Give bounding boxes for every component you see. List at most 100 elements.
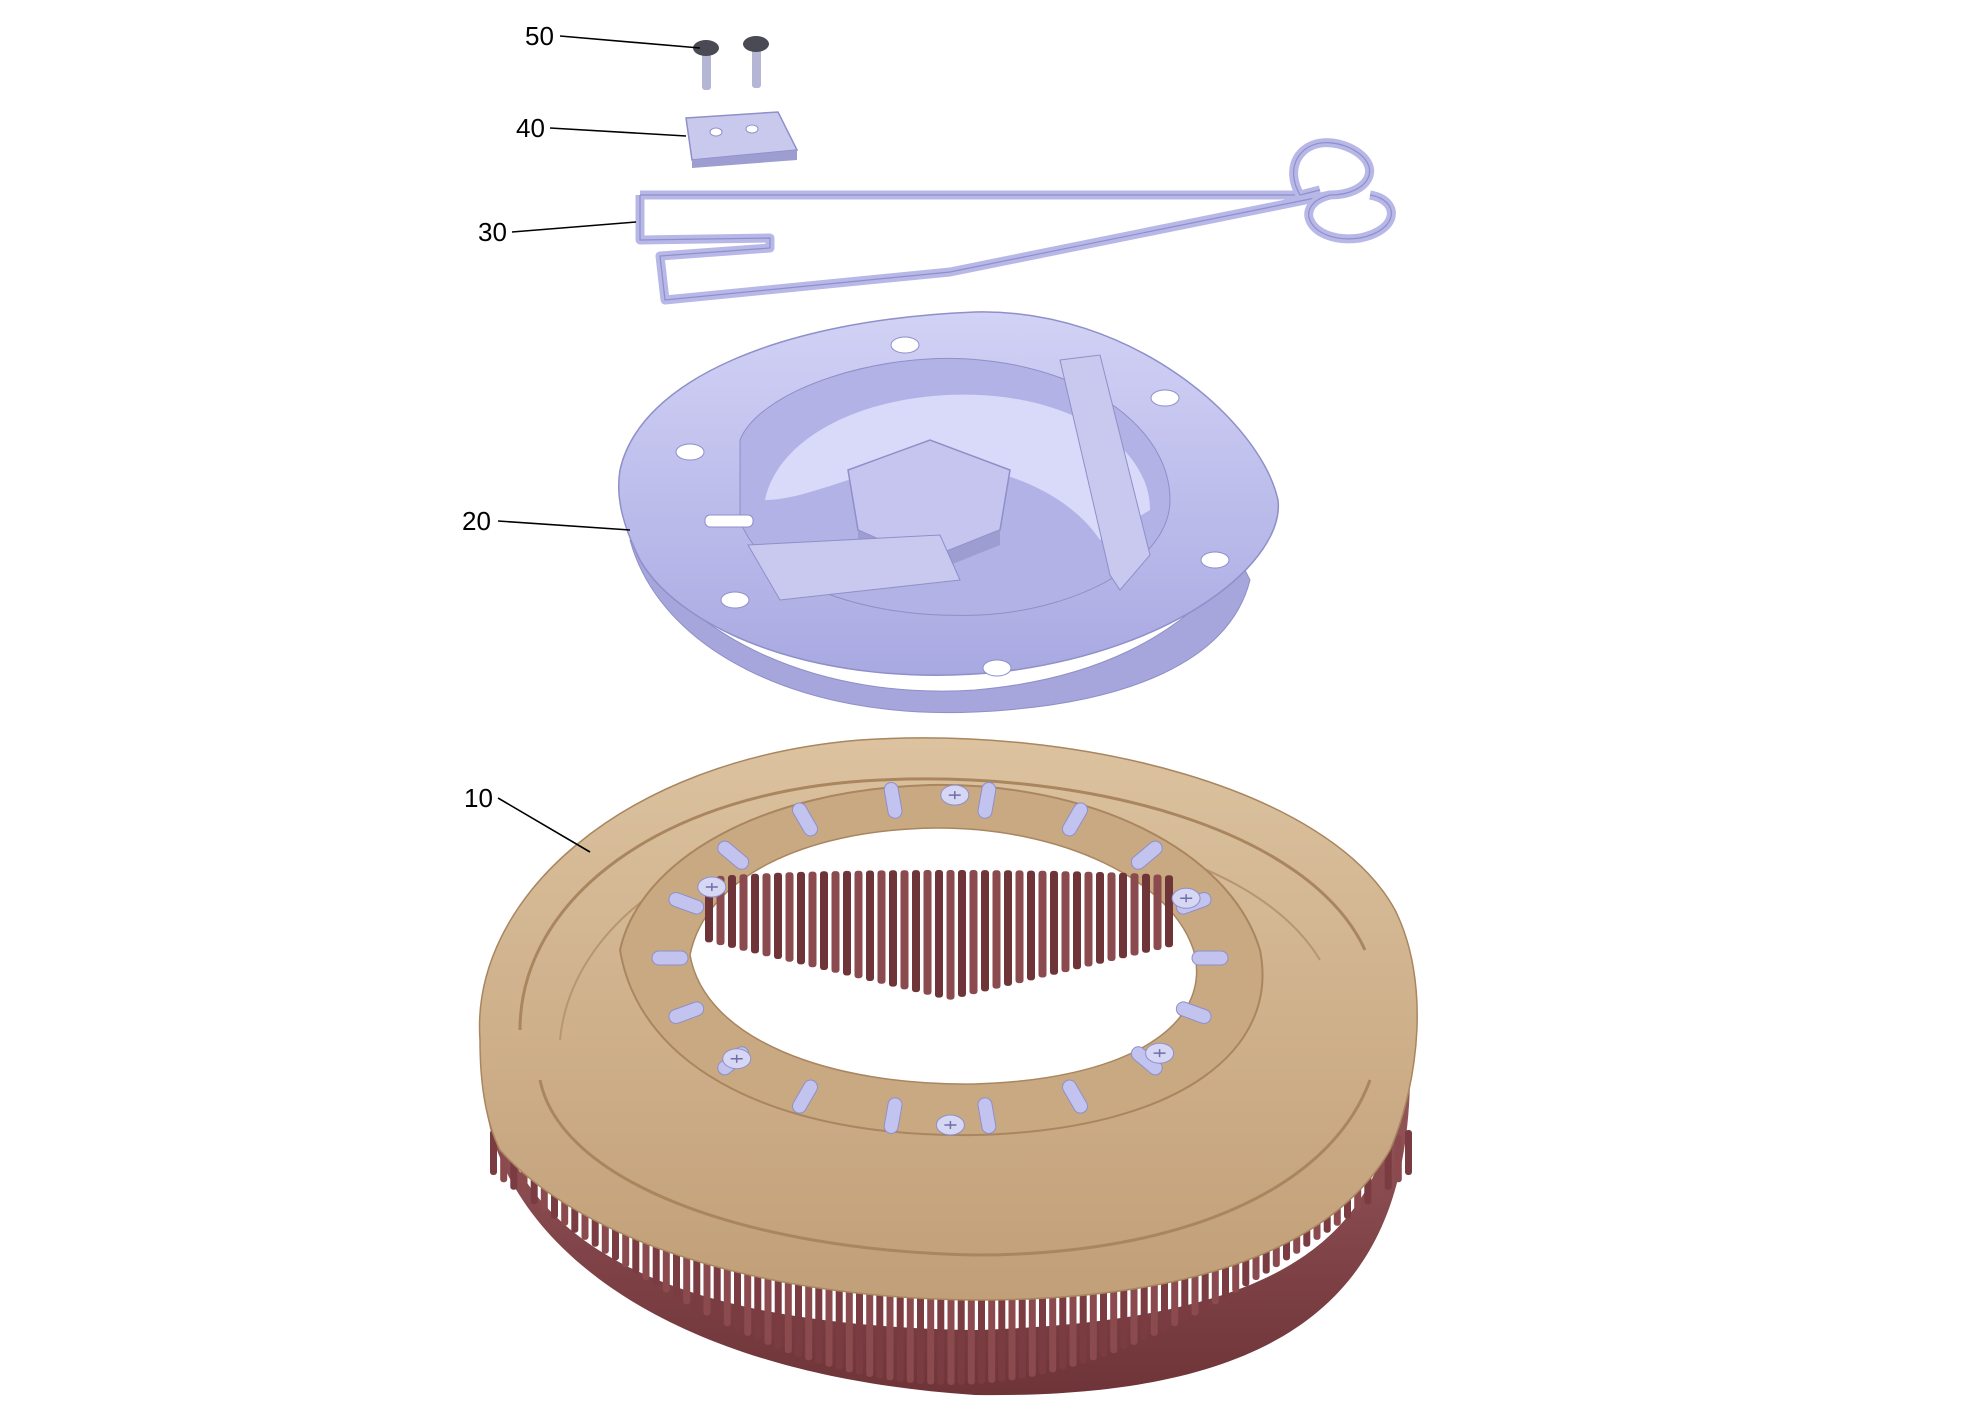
callout-10: 10: [464, 783, 591, 853]
callout-label-10: 10: [464, 783, 493, 813]
bristle: [835, 1269, 843, 1370]
bristle: [825, 1267, 833, 1367]
inner-bristle: [1142, 873, 1150, 953]
callout-label-50: 50: [525, 21, 554, 51]
ring-screw: [1145, 1042, 1175, 1064]
inner-bristle: [1027, 870, 1035, 981]
ring-screw: [935, 1114, 965, 1136]
inner-bristle: [739, 874, 748, 951]
ring-slot: [668, 892, 705, 915]
inner-bristle: [808, 871, 817, 968]
inner-bristle: [1153, 874, 1162, 950]
inner-bristle: [1119, 872, 1127, 959]
inner-bristle: [992, 870, 1001, 989]
inner-bristle: [935, 870, 943, 998]
callout-label-20: 20: [462, 506, 491, 536]
bristle: [1405, 1130, 1412, 1175]
inner-bristle: [981, 870, 989, 992]
part-40-plate: [685, 111, 799, 168]
inner-bristle: [866, 870, 874, 981]
bristle: [947, 1280, 955, 1385]
inner-bristle: [774, 872, 782, 959]
inner-bristle: [958, 870, 966, 997]
bristle: [917, 1279, 924, 1384]
inner-bristle: [1061, 871, 1070, 973]
mounting-holes: [675, 336, 1230, 677]
bristle: [1394, 1135, 1402, 1183]
inner-bristle: [1004, 870, 1012, 986]
inner-bristle: [912, 870, 920, 993]
inner-bristle: [900, 870, 909, 990]
inner-bristle: [1038, 870, 1047, 978]
screw-left: [693, 40, 719, 90]
ring-slot: [883, 782, 903, 819]
bristle: [1008, 1276, 1016, 1381]
bristle: [866, 1274, 874, 1377]
bristle: [988, 1278, 996, 1383]
ring-slot: [792, 802, 818, 837]
inner-bristle: [1096, 872, 1104, 964]
inner-bristle: [797, 871, 805, 965]
ring-slot: [977, 1097, 997, 1134]
bristle: [978, 1279, 985, 1384]
ring-slot: [1062, 1079, 1088, 1114]
part-20-drive-plate: [617, 311, 1279, 714]
bristle: [896, 1277, 904, 1382]
inner-bristle: [820, 871, 828, 970]
inner-bristle: [889, 870, 897, 987]
ring-screw: [940, 784, 970, 806]
inner-bristle: [1073, 871, 1081, 970]
ring-screws: [697, 784, 1201, 1136]
ring-screw: [1171, 887, 1201, 909]
ring-slot: [717, 840, 750, 870]
inner-bristle: [843, 870, 851, 976]
ring-slot: [1062, 802, 1088, 837]
ring-slot: [1130, 840, 1163, 870]
inner-bristle: [1107, 872, 1116, 961]
inner-bristle: [1015, 870, 1024, 984]
callout-40: 40: [516, 113, 687, 143]
inner-bristle: [728, 875, 736, 948]
ring-slot: [883, 1097, 903, 1134]
part-30-wire-handle: [635, 138, 1396, 305]
inner-bristles: [705, 870, 1173, 1000]
callout-label-30: 30: [478, 217, 507, 247]
inner-bristle: [1165, 875, 1173, 948]
inner-bristle: [785, 872, 794, 962]
callout-30: 30: [478, 217, 637, 247]
inner-bristle: [969, 870, 978, 995]
ring-slot: [977, 782, 997, 819]
ring-slot: [792, 1079, 818, 1114]
ring-slot: [668, 1001, 705, 1024]
inner-bristle: [877, 870, 886, 984]
inner-bristle: [831, 871, 840, 973]
bristle: [957, 1279, 965, 1385]
bristle: [886, 1276, 894, 1381]
bristle: [845, 1271, 853, 1373]
ring-screw: [722, 1048, 752, 1070]
ring-screw: [697, 876, 727, 898]
bristle: [967, 1279, 975, 1385]
ring-slot: [651, 950, 689, 966]
inner-bristle: [1130, 873, 1139, 956]
bristle: [1028, 1274, 1036, 1377]
bristle: [815, 1264, 823, 1364]
bristle: [876, 1275, 884, 1379]
inner-bristle: [923, 870, 932, 995]
inner-bristle: [946, 870, 955, 1000]
inner-bristle: [854, 870, 863, 979]
ring-slot: [1191, 950, 1229, 966]
ring-slot: [1175, 1001, 1212, 1024]
bristle: [906, 1278, 914, 1383]
inner-bristle: [751, 873, 759, 954]
bristle: [998, 1277, 1006, 1382]
screw-right: [743, 36, 769, 88]
bristle: [1018, 1275, 1026, 1379]
inner-bristle: [1050, 870, 1058, 975]
callout-50: 50: [525, 21, 701, 51]
bristle: [856, 1272, 863, 1375]
callouts: 50 40 30 20 10: [462, 21, 701, 853]
callout-20: 20: [462, 506, 631, 536]
part-10-brush: [478, 737, 1418, 1396]
